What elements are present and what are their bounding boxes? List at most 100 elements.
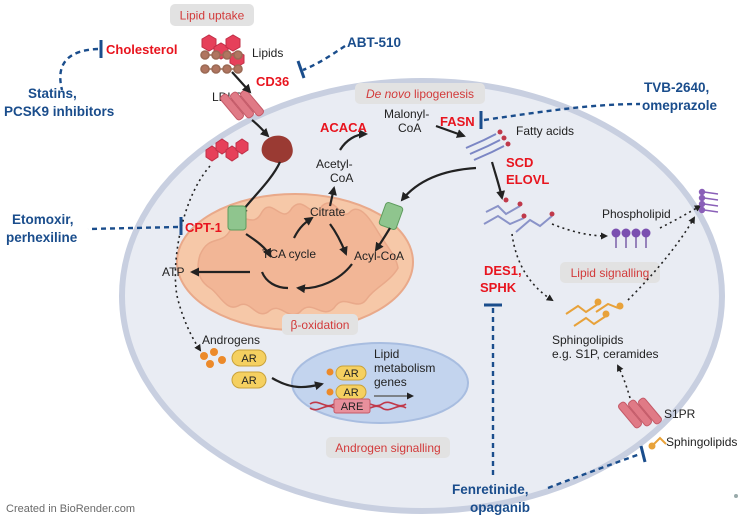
- androgen-synthesis-path: [174, 165, 211, 352]
- cd36-label: CD36: [256, 74, 289, 89]
- ar-nuclear-1: AR: [335, 365, 367, 381]
- fa-to-mito-arrow: [400, 166, 477, 202]
- citrate-to-cycle-arrow: [329, 223, 348, 256]
- cholesterol-label: Cholesterol: [106, 42, 178, 57]
- elovl-label: ELOVL: [506, 172, 549, 187]
- cpt1-channel-icon: [227, 205, 247, 231]
- fenretinide-s1pr-inhibition-line: [547, 452, 641, 490]
- genes-label-3: genes: [374, 375, 407, 389]
- ar-translocation-arrow: [271, 377, 324, 391]
- fatty-acids-label: Fatty acids: [516, 124, 574, 138]
- tvb2640-label: TVB-2640,: [644, 80, 709, 95]
- androgens-label: Androgens: [202, 333, 260, 347]
- malonyl-coa-label-1: Malonyl-: [384, 107, 429, 121]
- beta-oxidation-pill: β-oxidation: [282, 314, 358, 335]
- to-acyl-coa-arrow: [374, 227, 391, 252]
- ar-label-2: AR: [241, 375, 256, 387]
- phospholipid-label: Phospholipid: [602, 207, 671, 221]
- acyl-channel-icon: [378, 201, 404, 231]
- sphingolipids-icon: [565, 298, 624, 327]
- androgen-signalling-label: Androgen signalling: [335, 441, 440, 455]
- ar-label-1: AR: [241, 353, 256, 365]
- tca-cycle-loop: [260, 271, 289, 290]
- androgen-molecules-icon: [200, 348, 226, 368]
- ldlr-receptor-icon: [220, 89, 264, 121]
- lipid-uptake-arrow: [231, 71, 252, 94]
- are-label: ARE: [341, 401, 364, 413]
- scd-elovl-arrow: [490, 161, 506, 200]
- biorender-watermark: Created in BioRender.com: [6, 494, 738, 515]
- sphingolipids-example-label: e.g. S1P, ceramides: [552, 347, 659, 361]
- ar-label-3: AR: [343, 368, 358, 380]
- s1pr-label: S1PR: [664, 407, 696, 421]
- perhexiline-label: perhexiline: [6, 230, 78, 245]
- opaganib-label: opaganib: [470, 500, 530, 515]
- extracellular-sphingolipid-icon: [648, 436, 667, 450]
- cpt1-label: CPT-1: [185, 220, 222, 235]
- ar-cytoplasm-2: AR: [231, 371, 267, 389]
- ldlr-internalise-arrow: [251, 119, 270, 138]
- lipids-icon: [200, 50, 243, 74]
- phospholipid-icon: [611, 228, 651, 248]
- tca-cycle-label: TCA cycle: [262, 247, 316, 261]
- abt510-inhibition-line: [302, 45, 346, 72]
- fasn-arrow: [435, 124, 466, 138]
- etomoxir-label: Etomoxir,: [12, 212, 74, 227]
- omeprazole-label: omeprazole: [642, 98, 718, 113]
- de-novo-lipogenesis-label: De novo lipogenesis: [366, 87, 474, 101]
- statins-inhibition-line: [59, 47, 99, 91]
- fasn-label: FASN: [440, 114, 475, 129]
- abt510-inhibition-bar: [296, 60, 306, 79]
- androgen-signalling-pill: Androgen signalling: [326, 437, 450, 458]
- to-sphingolipids-path: [511, 233, 554, 302]
- lipids-label: Lipids: [252, 46, 283, 60]
- acyl-to-tca-arrow: [296, 263, 353, 294]
- acaca-label: ACACA: [320, 120, 368, 135]
- ar-label-4: AR: [343, 387, 358, 399]
- intracellular-cholesterol-icon: [205, 138, 249, 162]
- acyl-coa-label: Acyl-CoA: [354, 249, 404, 263]
- lipid-signalling-pill: Lipid signalling: [560, 262, 660, 283]
- acaca-arrow: [339, 129, 368, 151]
- scd-label: SCD: [506, 155, 533, 170]
- genes-label-2: metabolism: [374, 361, 435, 375]
- modified-fatty-acids-icon: [483, 197, 555, 233]
- membrane-lipid-icon: [698, 188, 719, 214]
- lipid-uptake-pill: Lipid uptake: [170, 4, 254, 26]
- citrate-label: Citrate: [310, 205, 346, 219]
- tca-to-citrate-arrow: [293, 216, 314, 239]
- s1pr-receptor-icon: [618, 397, 662, 429]
- pcsk9-inhibitors-label: PCSK9 inhibitors: [4, 104, 114, 119]
- sphk-label: SPHK: [480, 280, 517, 295]
- s1pr-inhibition-bar: [639, 445, 647, 463]
- watermark-label: Created in BioRender.com: [6, 503, 135, 515]
- atp-label: ATP: [162, 265, 184, 279]
- abt510-label: ABT-510: [347, 35, 401, 50]
- citrate-export-arrow: [328, 186, 337, 207]
- sphingo-to-membrane-path: [627, 216, 695, 301]
- malonyl-coa-label-2: CoA: [398, 121, 421, 135]
- des1-label: DES1,: [484, 263, 522, 278]
- nuclear-androgens-icon: [326, 368, 334, 396]
- lipid-uptake-label: Lipid uptake: [180, 9, 245, 23]
- sphingolipids-label: Sphingolipids: [552, 333, 623, 347]
- are-element: ARE: [333, 398, 371, 414]
- statins-label: Statins,: [28, 86, 77, 101]
- ar-nuclear-2: AR: [335, 384, 367, 400]
- extracellular-sphingolipids-label: Sphingolipids: [666, 435, 737, 449]
- etomoxir-inhibition-line: [87, 225, 179, 231]
- fenretinide-label: Fenretinide,: [452, 482, 529, 497]
- cpt1-to-tca-arrow: [245, 233, 271, 258]
- ar-cytoplasm-1: AR: [231, 349, 267, 367]
- lipid-signalling-label: Lipid signalling: [571, 266, 650, 280]
- beta-oxidation-label: β-oxidation: [291, 318, 350, 332]
- fatty-acids-icon: [465, 129, 511, 161]
- genes-label-1: Lipid: [374, 347, 399, 361]
- acetyl-coa-label-1: Acetyl-: [316, 157, 353, 171]
- tvb-inhibition-line: [483, 102, 641, 122]
- lipid-droplet-icon: [261, 135, 293, 164]
- de-novo-lipogenesis-pill: De novo lipogenesis: [355, 83, 485, 104]
- acetyl-coa-label-2: CoA: [330, 171, 353, 185]
